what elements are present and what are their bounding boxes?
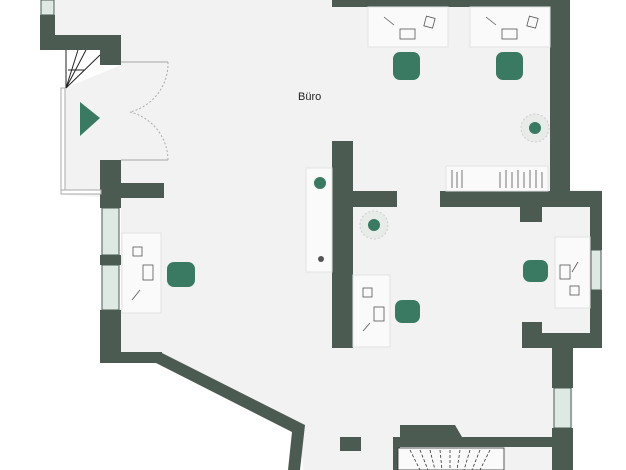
chair-icon — [523, 260, 548, 282]
walls — [40, 0, 602, 470]
plant-icon — [318, 256, 324, 262]
plant-icon — [359, 210, 389, 240]
desk — [469, 6, 551, 48]
windows — [40, 0, 602, 429]
desk — [352, 274, 391, 348]
desk — [121, 232, 162, 314]
room-label-buero: Büro — [298, 91, 322, 103]
desk — [554, 236, 591, 309]
desk — [367, 6, 449, 48]
chair-icon — [167, 262, 195, 287]
shelf — [445, 165, 549, 192]
plants — [314, 113, 550, 262]
plant-icon — [314, 177, 326, 189]
chair-icon — [393, 52, 420, 80]
chair-icon — [496, 52, 523, 80]
chair-icon — [395, 300, 420, 323]
staircase-icon — [397, 447, 505, 470]
desk-items — [131, 15, 580, 332]
desks — [121, 6, 591, 348]
entrance-arrow-icon — [80, 102, 100, 136]
chairs[interactable] — [167, 52, 548, 323]
plant-icon — [520, 113, 550, 143]
entrance-door[interactable] — [60, 49, 169, 195]
